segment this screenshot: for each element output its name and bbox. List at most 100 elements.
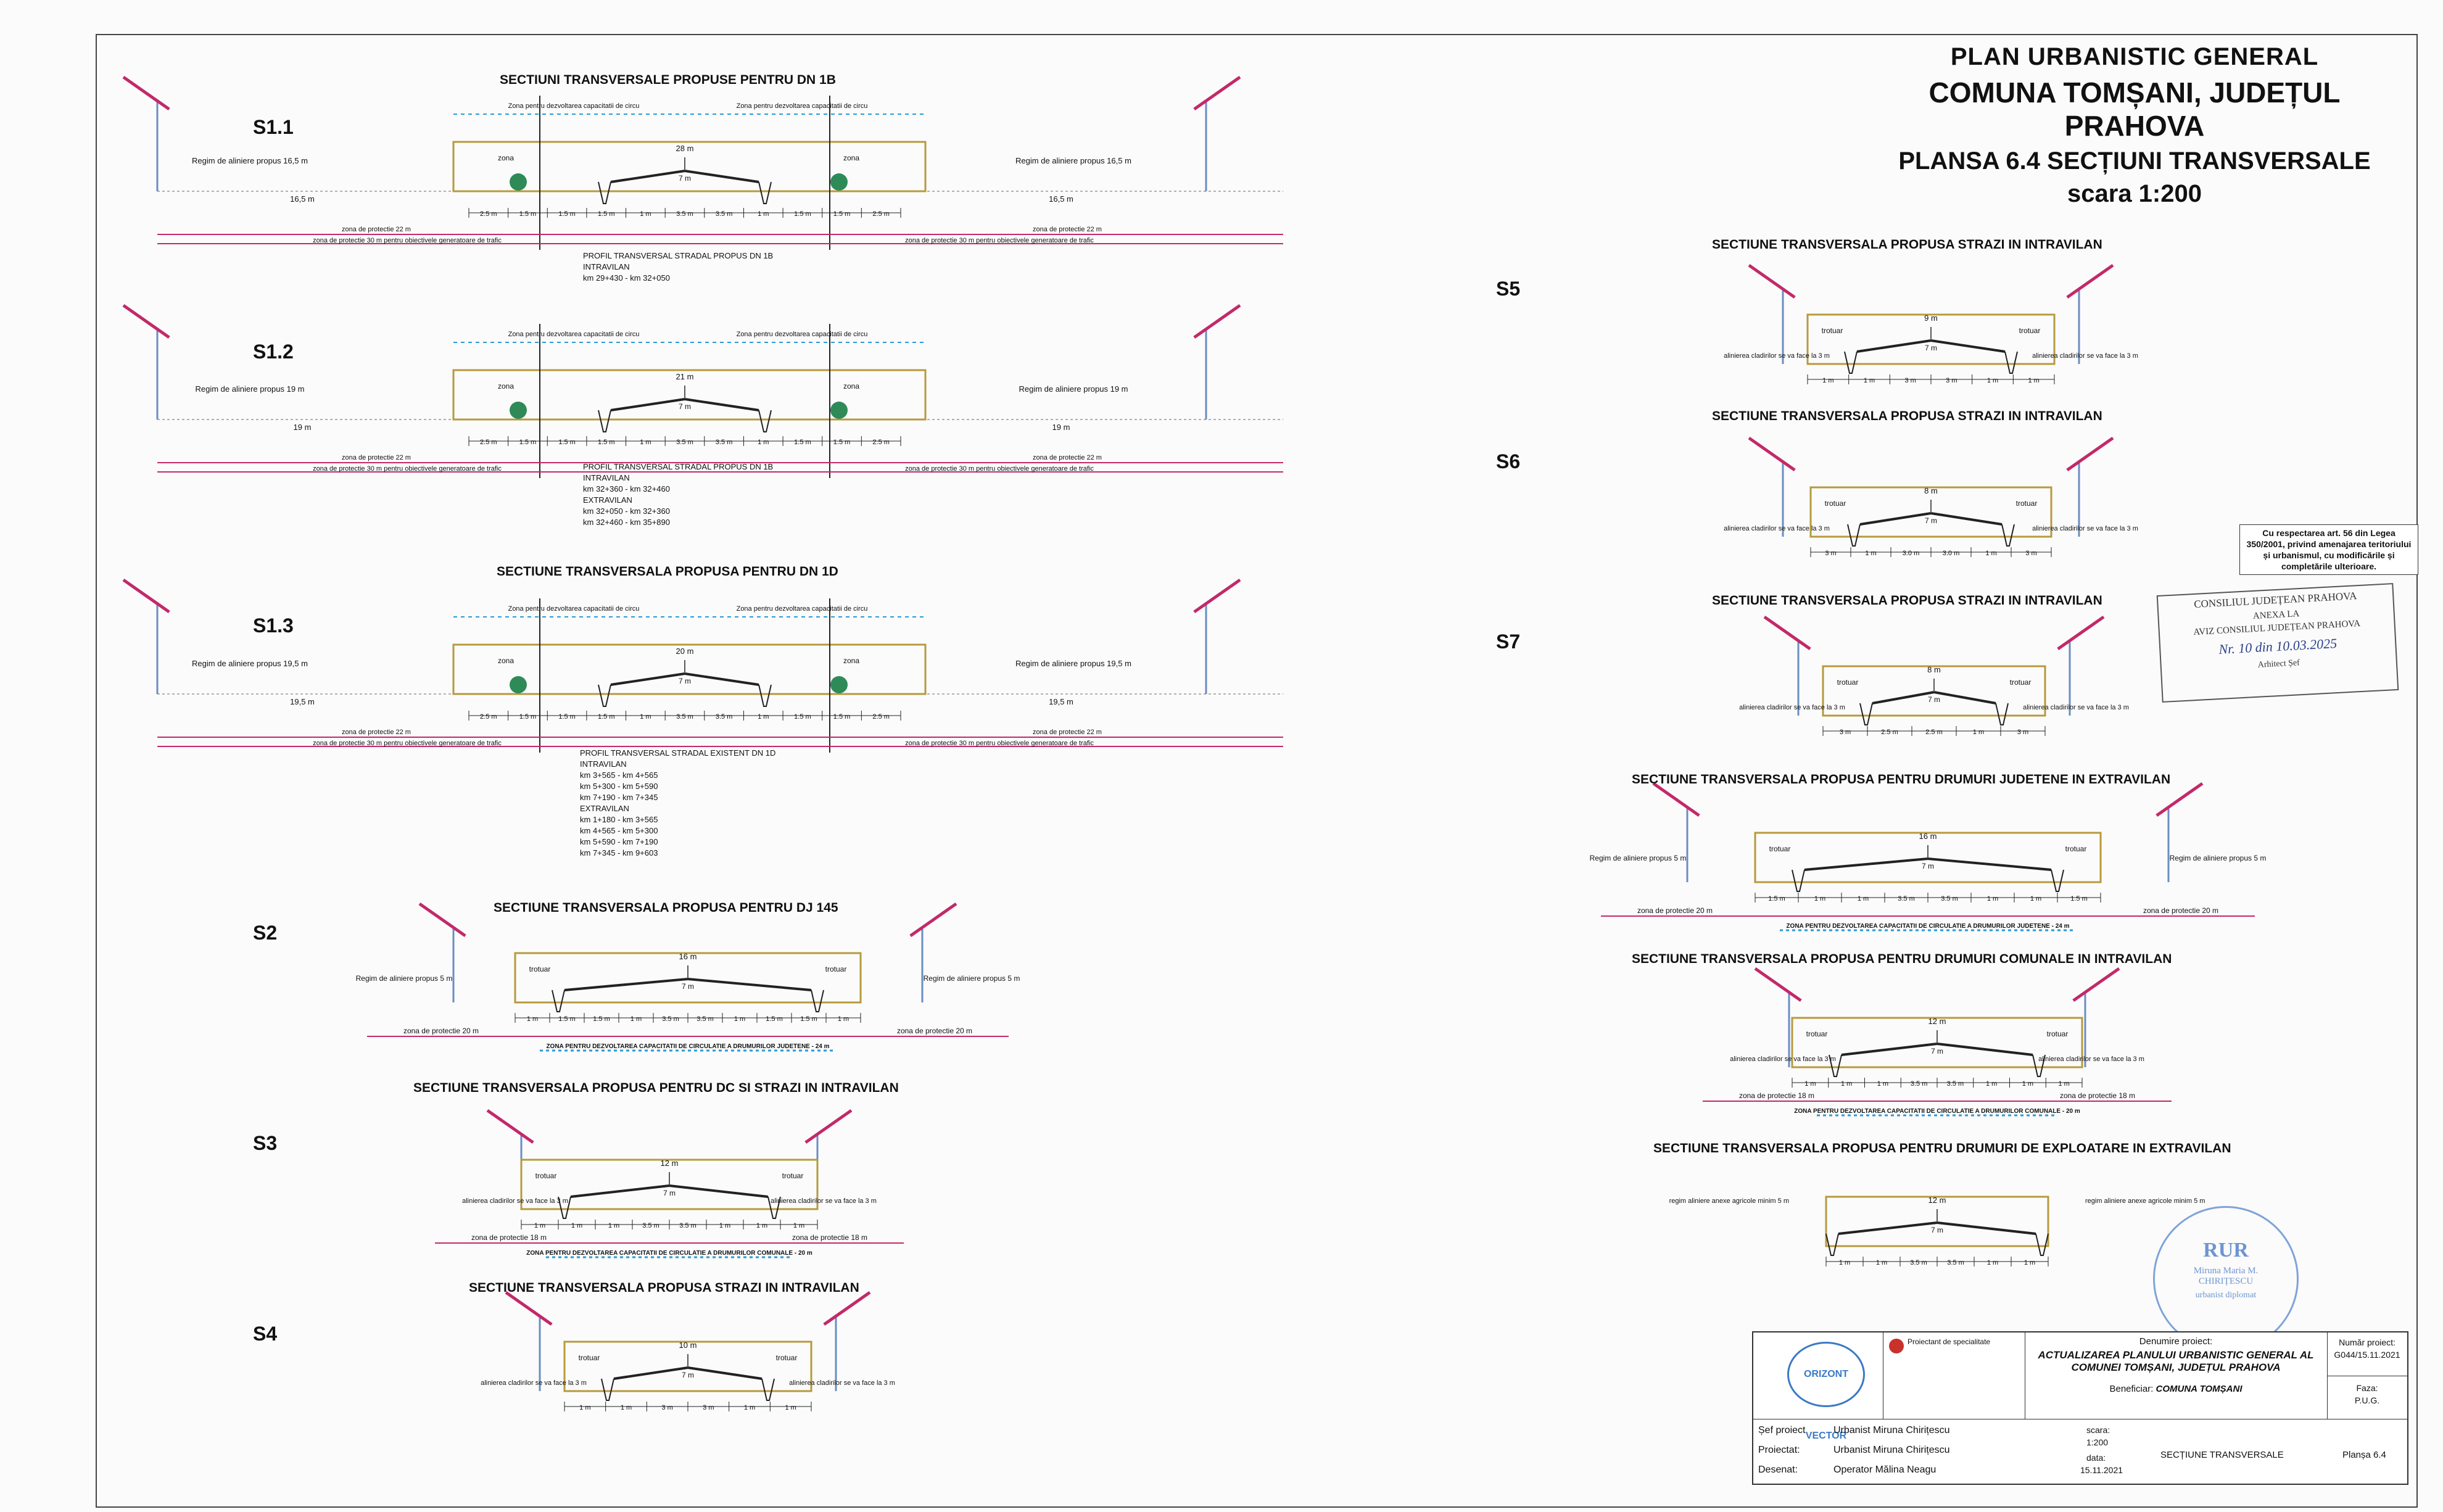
s3-zona-right: zona de protectie 18 m: [792, 1233, 867, 1242]
s6-dims-dim: 1 m: [1985, 550, 1996, 557]
s3-road-carriageway-label: 7 m: [663, 1189, 676, 1197]
s12-dims-dim: 1.5 m: [794, 439, 811, 446]
s4-road-crown-left: [613, 1366, 688, 1380]
rur-name: Miruna Maria M. CHIRIȚESCU: [2193, 1266, 2259, 1286]
s3-road-crown-right: [669, 1184, 769, 1198]
s12-dist-right: 19 m: [1052, 423, 1070, 432]
dj-ext-road-carriageway-label: 7 m: [1922, 862, 1934, 870]
s6-trotuar-right: trotuar: [2016, 499, 2038, 508]
section-title-s4: SECTIUNE TRANSVERSALA PROPUSA STRAZI IN …: [469, 1281, 859, 1295]
s2-road-ditch: [552, 989, 565, 1012]
s6-road-ditch: [2001, 524, 2015, 547]
dc-int-pole-left-arm: [1754, 967, 1802, 1002]
expl-road-crown-right: [1937, 1221, 2036, 1235]
s2-regim-left: Regim de aliniere propus 5 m: [356, 974, 453, 983]
dc-int-road-crown-right: [1937, 1043, 2033, 1056]
s7-dims-dim: 3 m: [2017, 729, 2028, 736]
s12-regim-right: Regim de aliniere propus 19 m: [1019, 384, 1128, 394]
s3-align-right: alinierea cladirilor se va face la 3 m: [771, 1197, 877, 1205]
dc-int-dims-dim: 1 m: [1804, 1080, 1816, 1088]
expl-dims-dim: 1 m: [1987, 1259, 1998, 1266]
s11-dims-dim: 3.5 m: [676, 210, 693, 218]
s4-road-width-label: 10 m: [679, 1341, 697, 1350]
dc-int-zona-left: zona de protectie 18 m: [1739, 1091, 1814, 1100]
s3-dims-dim: 3.5 m: [679, 1222, 697, 1229]
expl-road-ditch: [1825, 1233, 1839, 1256]
dj-ext-road-ditch: [2051, 869, 2064, 892]
s3-dims-dim: 3.5 m: [642, 1222, 659, 1229]
s2-dezv-label: ZONA PENTRU DEZVOLTAREA CAPACITATII DE C…: [546, 1043, 829, 1050]
s12-frame: [452, 369, 927, 421]
s6-dims-dim: 1 m: [1865, 550, 1876, 557]
s11-dezv-right: Zona pentru dezvoltarea capacitatii de c…: [737, 102, 868, 110]
dc-int-dims-dim: 3.5 m: [1911, 1080, 1928, 1088]
s7-road-width-label: 8 m: [1927, 665, 1941, 674]
s11-dims-dim: 1 m: [640, 210, 651, 218]
s11-dims-dim: 1 m: [758, 210, 769, 218]
s5-dims-dim: 1 m: [1864, 377, 1875, 384]
s2-dims-dim: 1.5 m: [766, 1015, 783, 1023]
s12-road-width-label: 21 m: [676, 372, 694, 381]
s12-dims-dim: 3.5 m: [676, 439, 693, 446]
dj-ext-regim-left: Regim de aliniere propus 5 m: [1590, 854, 1687, 862]
s4-frame: [563, 1341, 812, 1392]
dj-ext-road-ditch: [1792, 869, 1805, 892]
section-code-s7: S7: [1496, 630, 1521, 653]
s12-zona30-label-left: zona de protectie 30 m pentru obiectivel…: [313, 465, 502, 473]
section-title-s5: SECTIUNE TRANSVERSALA PROPUSA STRAZI IN …: [1712, 238, 2102, 252]
s6-pole-right-arm: [2066, 436, 2114, 472]
s3-align-left: alinierea cladirilor se va face la 3 m: [462, 1197, 568, 1205]
section-title-dc: SECTIUNE TRANSVERSALA PROPUSA PENTRU DC …: [413, 1081, 899, 1095]
s6-frame: [1809, 486, 2052, 538]
dj-ext-regim-right: Regim de aliniere propus 5 m: [2170, 854, 2267, 862]
scara-label: scara:: [2086, 1425, 2110, 1435]
sheet-title: PLANSA 6.4 SECȚIUNI TRANSVERSALE: [1898, 147, 2371, 175]
s13-tree-right: [830, 676, 848, 693]
dc-int-dims-dim: 1 m: [1841, 1080, 1852, 1088]
data-label: data:: [2086, 1453, 2106, 1463]
dc-int-dims-dim: 1 m: [2058, 1080, 2069, 1088]
s3-frame: [520, 1159, 819, 1210]
dj-ext-pole-left-arm: [1652, 782, 1700, 817]
s11-dims-dim: 1.5 m: [794, 210, 811, 218]
dc-int-pole-right-arm: [2072, 967, 2120, 1002]
s6-road-crown-right: [1930, 512, 2003, 526]
s2-zona-left: zona de protectie 20 m: [403, 1027, 479, 1035]
s12-road-ditch: [758, 410, 772, 432]
s11-tree-left: [510, 173, 527, 191]
s5-align-left: alinierea cladirilor se va face la 3 m: [1724, 352, 1830, 360]
scara-value: 1:200: [2086, 1437, 2109, 1447]
s12-dims-dim: 1 m: [640, 439, 651, 446]
s6-road-width-label: 8 m: [1924, 486, 1938, 495]
s5-road-crown-left: [1856, 339, 1932, 353]
s13-regim-right: Regim de aliniere propus 19,5 m: [1015, 659, 1131, 668]
s5-pole-left-arm: [1748, 263, 1796, 299]
section-code-s6: S6: [1496, 450, 1521, 473]
project-name: ACTUALIZAREA PLANULUI URBANISTIC GENERAL…: [2038, 1349, 2314, 1373]
dc-int-align-left: alinierea cladirilor se va face la 3 m: [1730, 1056, 1836, 1063]
s12-dezv-left: Zona pentru dezvoltarea capacitatii de c…: [508, 331, 640, 338]
section-title-s7: SECTIUNE TRANSVERSALA PROPUSA STRAZI IN …: [1712, 593, 2102, 608]
s4-dims-dim: 1 m: [579, 1404, 590, 1411]
s7-dims-dim: 1 m: [1973, 729, 1984, 736]
beneficiar-label: Beneficiar:: [2109, 1384, 2154, 1394]
s3-dims-dim: 1 m: [756, 1222, 767, 1229]
section-title-dn1b: SECTIUNI TRANSVERSALE PROPUSE PENTRU DN …: [500, 73, 836, 87]
s12-road-crown-left: [610, 398, 685, 411]
s12-dist-left: 19 m: [294, 423, 312, 432]
expl-dims-dim: 3.5 m: [1910, 1259, 1927, 1266]
s12-tree-right: [830, 402, 848, 419]
sef-value: Urbanist Miruna Chirițescu: [1833, 1425, 1950, 1436]
s7-dims-dim: 2.5 m: [1881, 729, 1898, 736]
s13-tree-left: [510, 676, 527, 693]
proiectat-label: Proiectat:: [1758, 1445, 1800, 1455]
s11-dist-right: 16,5 m: [1049, 194, 1073, 204]
dj-ext-trotuar-right: trotuar: [2065, 845, 2087, 853]
s13-road-ditch: [758, 684, 772, 707]
s11-pole-right-arm: [1193, 75, 1241, 111]
s6-dims-dim: 3 m: [2025, 550, 2036, 557]
s6-road-carriageway-label: 7 m: [1925, 516, 1937, 525]
s12-pole-right-arm: [1193, 304, 1241, 339]
s12-road-carriageway-label: 7 m: [679, 402, 691, 411]
